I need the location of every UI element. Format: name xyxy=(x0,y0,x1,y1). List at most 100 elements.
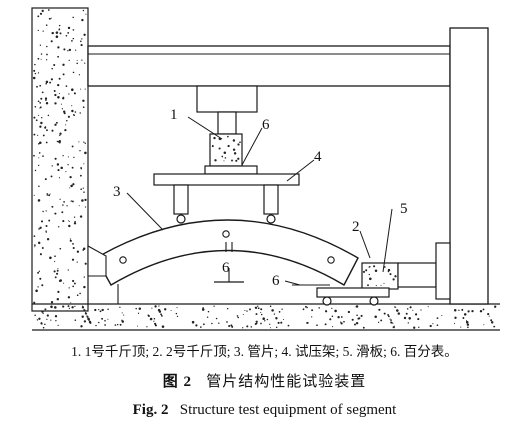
concrete-texture-dot xyxy=(75,49,77,51)
concrete-texture-dot xyxy=(42,326,45,329)
concrete-texture-dot xyxy=(375,285,377,287)
concrete-texture-dot xyxy=(83,309,86,312)
concrete-texture-dot xyxy=(260,313,263,316)
concrete-texture-dot xyxy=(41,91,44,94)
jack-2 xyxy=(361,242,451,300)
concrete-texture-dot xyxy=(72,279,75,283)
concrete-texture-dot xyxy=(53,63,56,67)
concrete-texture-dot xyxy=(153,317,156,320)
concrete-texture-dot xyxy=(466,323,470,326)
concrete-texture-dot xyxy=(66,205,68,207)
concrete-texture-dot xyxy=(306,306,308,309)
concrete-texture-dot xyxy=(82,99,85,103)
concrete-texture-dot xyxy=(223,151,227,155)
caption-chinese-title: 管片结构性能试验装置 xyxy=(206,374,367,390)
concrete-texture-dot xyxy=(203,323,205,326)
concrete-texture-dot xyxy=(78,141,80,143)
concrete-texture-dot xyxy=(54,306,57,309)
concrete-texture-dot xyxy=(273,313,276,315)
concrete-texture-dot xyxy=(44,126,47,129)
concrete-texture-dot xyxy=(76,294,79,297)
concrete-texture-dot xyxy=(46,45,48,48)
concrete-texture-dot xyxy=(68,307,71,310)
concrete-texture-dot xyxy=(242,313,244,316)
concrete-texture-dot xyxy=(494,305,497,308)
concrete-texture-dot xyxy=(389,318,391,320)
concrete-texture-dot xyxy=(116,323,119,326)
concrete-texture-dot xyxy=(453,309,457,312)
concrete-texture-dot xyxy=(356,314,358,317)
concrete-texture-dot xyxy=(34,244,36,246)
concrete-texture-dot xyxy=(62,73,65,76)
concrete-texture-dot xyxy=(232,139,236,142)
concrete-texture-dot xyxy=(151,307,153,309)
label-sliding-plate: 5 xyxy=(400,201,408,217)
concrete-texture-dot xyxy=(170,309,172,312)
concrete-texture-dot xyxy=(383,282,385,284)
concrete-texture-dot xyxy=(57,324,59,326)
concrete-texture-dot xyxy=(161,315,163,317)
concrete-texture-dot xyxy=(45,59,48,61)
concrete-texture-dot xyxy=(280,321,283,324)
concrete-texture-dot xyxy=(249,308,251,311)
caption-english: Fig. 2 Structure test equipment of segme… xyxy=(0,402,529,419)
concrete-texture-dot xyxy=(55,31,59,34)
concrete-texture-dot xyxy=(62,63,65,66)
concrete-texture-dot xyxy=(59,247,62,250)
concrete-texture-dot xyxy=(72,16,74,19)
concrete-texture-dot xyxy=(409,306,412,309)
concrete-texture-dot xyxy=(59,132,62,135)
concrete-texture-dot xyxy=(230,324,233,327)
concrete-texture-dot xyxy=(58,93,60,95)
concrete-texture-dot xyxy=(44,323,46,326)
concrete-texture-dot xyxy=(369,266,371,268)
sliding-plate xyxy=(316,287,390,306)
concrete-texture-dot xyxy=(54,123,57,126)
concrete-texture-dot xyxy=(65,171,67,173)
concrete-texture-dot xyxy=(311,316,313,318)
concrete-texture-dot xyxy=(255,322,258,325)
concrete-texture-dot xyxy=(119,323,122,326)
concrete-texture-dot xyxy=(176,306,178,309)
concrete-texture-dot xyxy=(135,307,137,310)
concrete-texture-dot xyxy=(368,273,370,276)
concrete-texture-dot xyxy=(45,24,48,26)
concrete-texture-dot xyxy=(262,317,265,320)
concrete-texture-dot xyxy=(45,99,47,101)
concrete-texture-dot xyxy=(72,71,75,74)
concrete-texture-dot xyxy=(45,126,47,128)
concrete-texture-dot xyxy=(45,141,48,144)
concrete-texture-dot xyxy=(482,308,485,311)
concrete-texture-dot xyxy=(392,322,394,324)
concrete-texture-dot xyxy=(41,9,44,13)
concrete-texture-dot xyxy=(33,301,36,304)
concrete-texture-dot xyxy=(44,308,47,311)
concrete-texture-dot xyxy=(36,319,39,321)
concrete-texture-dot xyxy=(71,166,74,169)
concrete-texture-dot xyxy=(417,318,420,321)
concrete-texture-dot xyxy=(38,228,40,230)
concrete-texture-dot xyxy=(37,286,39,288)
concrete-texture-dot xyxy=(32,76,36,80)
concrete-texture-dot xyxy=(302,308,305,311)
concrete-texture-dot xyxy=(387,315,390,318)
concrete-texture-dot xyxy=(226,307,229,310)
concrete-texture-dot xyxy=(227,135,229,138)
label-jack-1: 1 xyxy=(170,107,178,123)
concrete-texture-dot xyxy=(237,143,240,146)
concrete-texture-dot xyxy=(62,155,64,157)
concrete-texture-dot xyxy=(236,315,239,317)
label-dial-gauge-top: 6 xyxy=(262,117,270,133)
concrete-texture-dot xyxy=(54,212,57,215)
concrete-texture-dot xyxy=(79,174,82,177)
concrete-texture-dot xyxy=(51,67,53,70)
concrete-texture-dot xyxy=(81,38,83,40)
concrete-texture-dot xyxy=(365,269,368,272)
concrete-texture-dot xyxy=(101,308,104,312)
concrete-texture-dot xyxy=(39,141,42,145)
concrete-texture-dot xyxy=(39,12,43,15)
concrete-texture-dot xyxy=(211,145,214,148)
concrete-texture-dot xyxy=(50,319,52,321)
concrete-texture-dot xyxy=(82,9,85,12)
concrete-texture-dot xyxy=(104,319,106,322)
